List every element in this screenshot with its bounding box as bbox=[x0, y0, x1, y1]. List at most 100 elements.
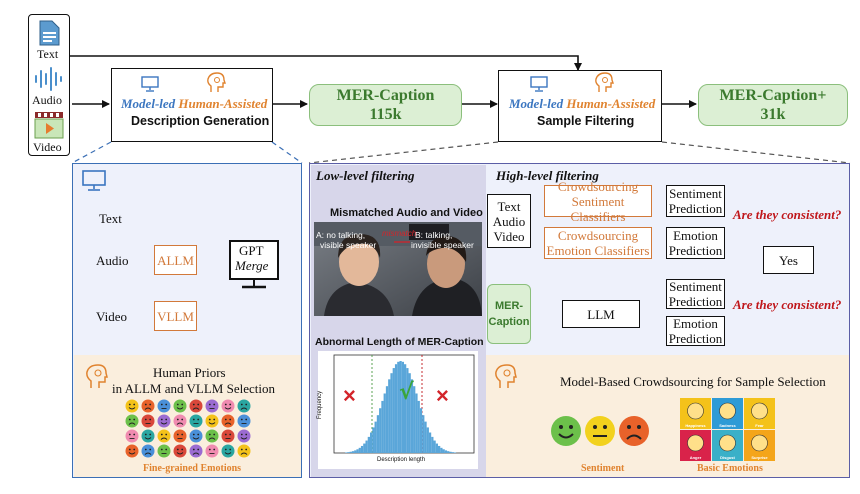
emoji-eye bbox=[245, 418, 248, 421]
emoji-eye bbox=[133, 448, 136, 451]
hist-bar bbox=[410, 379, 414, 453]
emoji-eye bbox=[176, 448, 179, 451]
emoji-eye bbox=[160, 433, 163, 436]
emoji-eye bbox=[245, 433, 248, 436]
hist-bar bbox=[413, 386, 416, 453]
emoji-eye bbox=[149, 433, 152, 436]
emoji-mouth bbox=[176, 422, 184, 425]
emoji-eye bbox=[213, 418, 216, 421]
emoji-mouth bbox=[192, 452, 200, 455]
crowd-sentiment-box: Crowdsourcing Sentiment Classifiers bbox=[544, 179, 652, 224]
sentiment-prediction-box: Sentiment Prediction bbox=[666, 185, 725, 217]
basic-emotions-label: Basic Emotions bbox=[697, 463, 763, 474]
emoji-face bbox=[221, 429, 235, 443]
emotion-face bbox=[751, 434, 768, 452]
emoji-eye bbox=[208, 433, 211, 436]
emoji-face bbox=[189, 444, 203, 458]
emotion-tile-label: Happiness bbox=[685, 423, 706, 428]
emoji-eye bbox=[213, 403, 216, 406]
stage2-model-led: Model-led bbox=[509, 96, 564, 111]
mismatch-video-frame bbox=[314, 222, 482, 316]
hist-bar bbox=[428, 432, 432, 453]
llm-box: LLM bbox=[562, 300, 640, 328]
hist-bar bbox=[406, 368, 409, 453]
hist-bar bbox=[447, 451, 450, 453]
emoji-face bbox=[125, 444, 139, 458]
emoji-face bbox=[205, 444, 219, 458]
emoji-face bbox=[157, 429, 171, 443]
emoji-face bbox=[125, 429, 139, 443]
emoji-face bbox=[189, 414, 203, 428]
emotion-tile-label: Anger bbox=[690, 455, 702, 460]
emoji-eye bbox=[144, 403, 147, 406]
emotion-tile-label: Surprise bbox=[751, 455, 768, 460]
cross-mark-left: × bbox=[343, 383, 356, 408]
emoji-mouth bbox=[240, 452, 248, 455]
emoji-eye bbox=[128, 418, 131, 421]
emoji-eye bbox=[149, 403, 152, 406]
hist-bar bbox=[374, 421, 377, 453]
monitor-icon bbox=[530, 76, 548, 92]
emoji-mouth bbox=[224, 422, 232, 425]
stage1-title: Description Generation bbox=[131, 114, 270, 128]
emoji-face bbox=[237, 399, 251, 413]
monitor-icon bbox=[82, 170, 106, 191]
emoji-face bbox=[141, 429, 155, 443]
sample-filtering-box bbox=[498, 70, 662, 142]
length-histogram bbox=[318, 351, 478, 469]
emoji-eye bbox=[133, 418, 136, 421]
emoji-face bbox=[173, 429, 187, 443]
input-video-label: Video bbox=[33, 140, 62, 154]
emoji-mouth bbox=[144, 452, 152, 455]
emoji-face bbox=[221, 444, 235, 458]
emoji-eye bbox=[245, 448, 248, 451]
cross-mark-right: × bbox=[436, 383, 449, 408]
emoji-eye bbox=[213, 448, 216, 451]
sent2-l1: Sentiment bbox=[669, 279, 722, 294]
low-level-title: Low-level filtering bbox=[316, 168, 415, 183]
priors-line2: in ALLM and VLLM Selection bbox=[112, 381, 275, 396]
emoji-mouth bbox=[160, 422, 168, 425]
emoji-mouth bbox=[192, 437, 200, 440]
crowd-sent-l1: Crowdsourcing bbox=[557, 178, 639, 194]
emoji-eye bbox=[224, 418, 227, 421]
emoji-face bbox=[237, 429, 251, 443]
emoji-mouth bbox=[128, 422, 136, 425]
emoji-eye bbox=[149, 418, 152, 421]
tav-video: Video bbox=[493, 228, 525, 244]
left-audio-label: Audio bbox=[96, 253, 129, 268]
hist-bar bbox=[440, 447, 443, 453]
emo2-l2: Prediction bbox=[668, 331, 723, 346]
emotion-face bbox=[719, 434, 736, 452]
hist-bar bbox=[363, 443, 366, 453]
emoji-mouth bbox=[144, 407, 152, 410]
stage2-title: Sample Filtering bbox=[537, 114, 635, 128]
emoji-eye bbox=[128, 433, 131, 436]
emoji-mouth bbox=[144, 437, 152, 440]
left-video-label: Video bbox=[96, 309, 127, 324]
emoji-eye bbox=[224, 448, 227, 451]
emoji-face bbox=[141, 399, 155, 413]
fine-grained-label: Fine-grained Emotions bbox=[143, 463, 242, 474]
high-level-title: High-level filtering bbox=[496, 168, 599, 183]
description-generation-box bbox=[111, 68, 273, 142]
emoji-eye bbox=[165, 433, 168, 436]
hist-bar bbox=[438, 445, 441, 453]
yes-box: Yes bbox=[763, 246, 814, 274]
emoji-face bbox=[141, 414, 155, 428]
emotion-prediction-box: Emotion Prediction bbox=[666, 227, 725, 259]
stage2-subtitle: Model-led Human-Assisted bbox=[509, 96, 655, 112]
emoji-face bbox=[125, 399, 139, 413]
speaker-a-label2: visible speaker bbox=[320, 240, 377, 250]
input-audio-label: Audio bbox=[32, 93, 62, 107]
mer-caption-plus-count: 31k bbox=[760, 106, 786, 123]
emoji-mouth bbox=[224, 452, 232, 455]
sentiment-prediction-box-2: Sentiment Prediction bbox=[666, 279, 725, 309]
emoji-eye bbox=[245, 403, 248, 406]
emoji-face bbox=[221, 399, 235, 413]
emoji-mouth bbox=[128, 452, 136, 455]
emoji-eye bbox=[240, 433, 243, 436]
emoji-eye bbox=[181, 433, 184, 436]
hist-bar bbox=[444, 450, 448, 453]
